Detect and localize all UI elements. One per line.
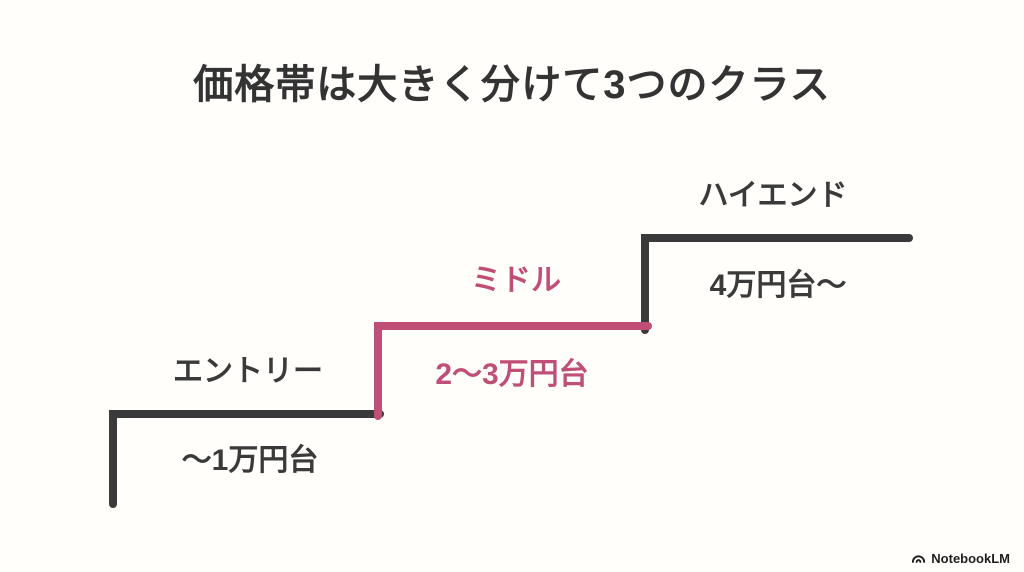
highend-step-label: ハイエンド [698,179,848,212]
notebooklm-watermark: NotebookLM [911,551,1010,566]
entry-step-label: エントリー [173,355,323,388]
highend-step-line [641,234,913,334]
entry-step-line [109,410,384,508]
middle-step-label: ミドル [471,264,561,297]
middle-step-line [374,322,652,420]
page-title: 価格帯は大きく分けて3つのクラス [193,63,831,107]
notebooklm-brand-text: NotebookLM [931,551,1010,566]
highend-step-price: 4万円台〜 [709,269,847,302]
middle-step-price: 2〜3万円台 [435,358,589,391]
entry-step-price: ～1万円台 [181,444,319,477]
notebooklm-logo-icon [912,555,926,563]
